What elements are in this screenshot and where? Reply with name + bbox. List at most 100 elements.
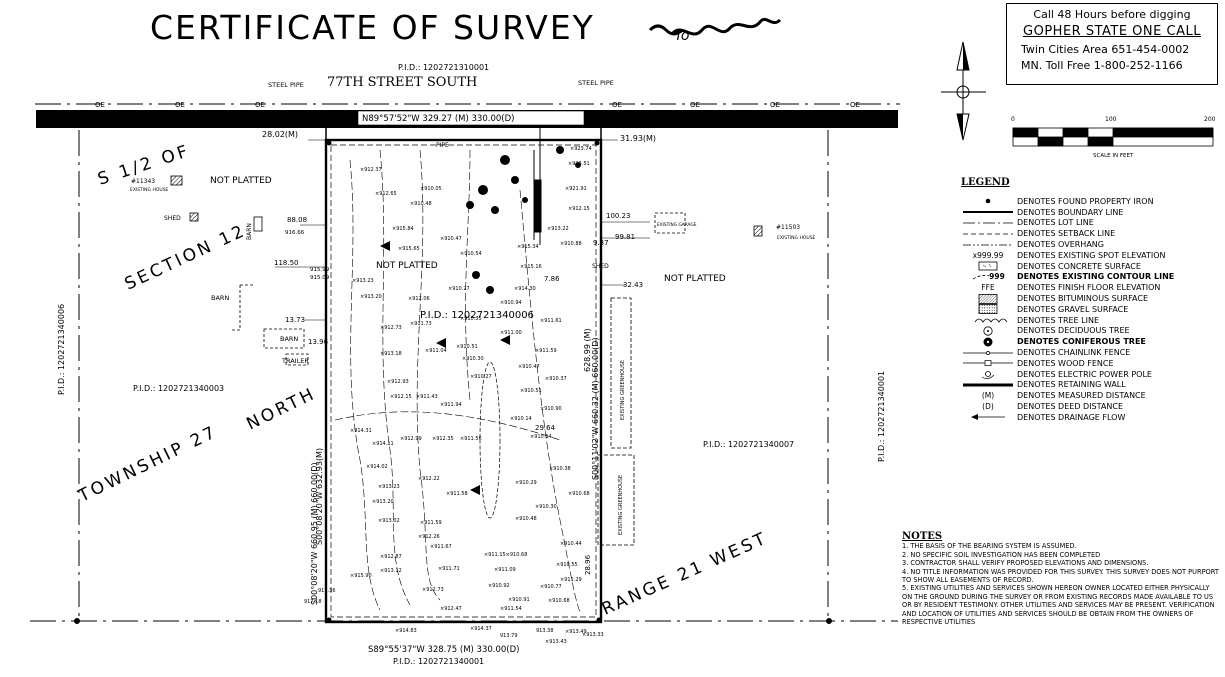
svg-text:×914.37: ×914.37 bbox=[470, 626, 492, 632]
legend-item: DENOTES GRAVEL SURFACE bbox=[961, 304, 1221, 315]
lot-11343: #11343 bbox=[131, 178, 155, 185]
mn-toll-free-phone: MN. Toll Free 1-800-252-1166 bbox=[1021, 59, 1183, 72]
svg-text:OE: OE bbox=[175, 101, 185, 109]
svg-text:×912.93: ×912.93 bbox=[387, 379, 409, 385]
svg-text:OE: OE bbox=[850, 101, 860, 109]
signature-scribble bbox=[648, 17, 782, 36]
scale-bar bbox=[1012, 127, 1214, 147]
svg-text:×913.02: ×913.02 bbox=[378, 518, 400, 524]
svg-text:×911.67: ×911.67 bbox=[430, 544, 452, 550]
legend-symbol-wood-icon bbox=[961, 358, 1015, 368]
scale-200: 200 bbox=[1204, 116, 1216, 123]
north-label: NORTH bbox=[243, 384, 319, 435]
scale-0: 0 bbox=[1011, 116, 1015, 123]
dist-2896: 28.96 bbox=[584, 554, 592, 575]
svg-text:×915.16: ×915.16 bbox=[520, 264, 542, 270]
svg-text:×913.23: ×913.23 bbox=[378, 484, 400, 490]
pid-left: P.I.D.: 1202721340003 bbox=[133, 384, 224, 393]
contour-lines bbox=[334, 149, 581, 613]
drainage-arrows bbox=[380, 241, 510, 495]
legend-label: DENOTES LOT LINE bbox=[1017, 218, 1094, 228]
legend-item: DENOTES RETAINING WALL bbox=[961, 380, 1221, 391]
svg-text:×911.59: ×911.59 bbox=[535, 348, 557, 354]
legend-label: DENOTES DRAINAGE FLOW bbox=[1017, 412, 1126, 422]
legend-label: DENOTES FINISH FLOOR ELEVATION bbox=[1017, 283, 1161, 293]
svg-text:×910.27: ×910.27 bbox=[448, 286, 470, 292]
legend-symbol-chain-icon bbox=[961, 348, 1015, 358]
legend-symbol-boundary-icon bbox=[961, 207, 1015, 217]
driveway bbox=[533, 128, 542, 245]
legend-label: DENOTES EXISTING SPOT ELEVATION bbox=[1017, 250, 1166, 260]
legend-item: DENOTES FOUND PROPERTY IRON bbox=[961, 196, 1221, 207]
legend-symbol-gravel-icon bbox=[961, 304, 1015, 315]
svg-text:×910.94: ×910.94 bbox=[500, 300, 522, 306]
svg-text:×912.06: ×912.06 bbox=[408, 296, 430, 302]
svg-text:×913.33: ×913.33 bbox=[582, 632, 604, 638]
dist-1396: 13.96 bbox=[308, 338, 329, 346]
pid-right: P.I.D.: 1202721340007 bbox=[703, 440, 794, 449]
svg-text:×910.90: ×910.90 bbox=[540, 406, 562, 412]
svg-text:×910.47: ×910.47 bbox=[518, 364, 540, 370]
legend-symbol-spot-icon: x999.99 bbox=[961, 250, 1015, 260]
pipe-label: PIPE bbox=[436, 142, 449, 149]
note-item: 2. NO SPECIFIC SOIL INVESTIGATION HAS BE… bbox=[902, 550, 1101, 559]
svg-text:×914.11: ×914.11 bbox=[372, 441, 394, 447]
svg-text:×910.48: ×910.48 bbox=[515, 516, 537, 522]
legend-symbol-decid-icon bbox=[961, 326, 1015, 336]
pid-main: P.I.D.: 1202721340006 bbox=[420, 310, 534, 321]
svg-text:×915.65: ×915.65 bbox=[398, 246, 420, 252]
pid-bottom: P.I.D.: 1202721340001 bbox=[393, 657, 484, 666]
legend-label: DENOTES CONIFEROUS TREE bbox=[1017, 337, 1146, 347]
svg-text:×913.20: ×913.20 bbox=[360, 294, 382, 300]
document-title: CERTIFICATE OF SURVEY bbox=[150, 8, 595, 47]
svg-text:×911.04: ×911.04 bbox=[425, 348, 447, 354]
range-label: RANGE 21 WEST bbox=[599, 528, 771, 619]
greenhouse-bottom: EXISTING GREENHOUSE bbox=[618, 475, 624, 535]
property-boundary bbox=[324, 128, 603, 624]
svg-text:×910.44: ×910.44 bbox=[560, 541, 582, 547]
shed-right: SHED bbox=[592, 263, 609, 270]
svg-text:×910.68: ×910.68 bbox=[568, 491, 590, 497]
svg-text:OE: OE bbox=[95, 101, 105, 109]
svg-text:×910.14: ×910.14 bbox=[530, 434, 552, 440]
legend-symbol-ffe-icon: FFE bbox=[961, 283, 1015, 293]
svg-text:×910.55: ×910.55 bbox=[556, 562, 578, 568]
svg-text:917.18: 917.18 bbox=[304, 599, 322, 605]
notes-list: 1. THE BASIS OF THE BEARING SYSTEM IS AS… bbox=[902, 542, 1220, 626]
svg-text:913.79: 913.79 bbox=[500, 633, 518, 639]
svg-text:×910.30: ×910.30 bbox=[535, 504, 557, 510]
dist-3243: 32.43 bbox=[623, 281, 643, 289]
legend-label: DENOTES BOUNDARY LINE bbox=[1017, 207, 1124, 217]
legend-label: DENOTES CONCRETE SURFACE bbox=[1017, 261, 1141, 271]
svg-text:×912.73: ×912.73 bbox=[422, 587, 444, 593]
dist-8808: 88.08 bbox=[287, 216, 307, 224]
legend-label: DENOTES BITUMINOUS SURFACE bbox=[1017, 294, 1148, 304]
steel-pipe-left: STEEL PIPE bbox=[268, 81, 304, 89]
svg-text:×912.73: ×912.73 bbox=[380, 325, 402, 331]
svg-text:×913.49: ×913.49 bbox=[565, 629, 587, 635]
dimension-lines bbox=[275, 139, 650, 321]
west-bearing: S00°08'20"W 660.95 (M) 660.00(D) bbox=[310, 462, 319, 605]
legend-item: DENOTES WOOD FENCE bbox=[961, 358, 1221, 369]
legend-symbol-text: (M) bbox=[981, 391, 995, 401]
svg-text:×912.35: ×912.35 bbox=[432, 436, 454, 442]
legend-item: DENOTES ELECTRIC POWER POLE bbox=[961, 369, 1221, 380]
legend-symbol-lot-icon bbox=[961, 218, 1015, 228]
note-item: 3. CONTRACTOR SHALL VERIFY PROPOSED ELEV… bbox=[902, 559, 1149, 568]
svg-text:×923.74: ×923.74 bbox=[570, 146, 592, 152]
legend-symbol-drain-icon bbox=[961, 412, 1015, 422]
dist-2964: 29.64 bbox=[535, 424, 556, 432]
legend-label: DENOTES MEASURED DISTANCE bbox=[1017, 391, 1146, 401]
svg-text:×913.18: ×913.18 bbox=[380, 351, 402, 357]
scale-label: SCALE IN FEET bbox=[1093, 153, 1134, 159]
legend-symbol-setback-icon bbox=[961, 229, 1015, 239]
svg-text:×913.23: ×913.23 bbox=[352, 278, 374, 284]
legend-item: DENOTES CONIFEROUS TREE bbox=[961, 336, 1221, 347]
note-item: 5. EXISTING UTILITIES AND SERVICES SHOWN… bbox=[902, 584, 1215, 627]
tree-clusters bbox=[466, 146, 581, 294]
